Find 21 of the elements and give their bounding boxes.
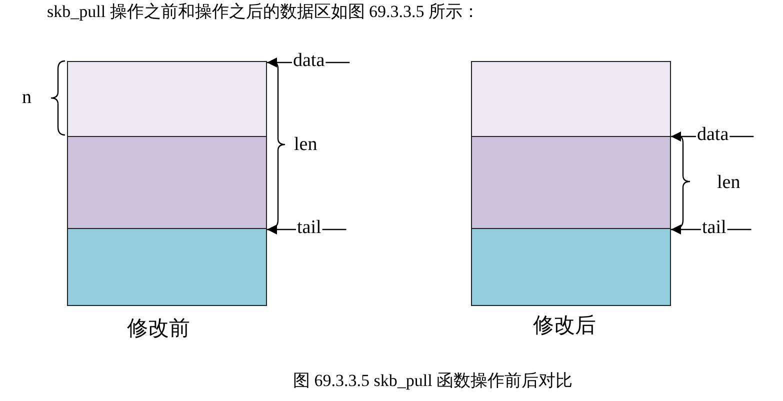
pointer-label: tail bbox=[702, 218, 726, 237]
memory-block bbox=[471, 228, 671, 306]
group-label: 修改前 bbox=[127, 318, 190, 339]
memory-block bbox=[471, 136, 671, 230]
pointer-label: tail bbox=[297, 218, 322, 237]
memory-block bbox=[67, 136, 267, 230]
arrow bbox=[267, 224, 296, 234]
pointer-label: data bbox=[293, 51, 325, 70]
arrow bbox=[671, 224, 701, 234]
size-label: len bbox=[294, 135, 318, 154]
pointer-label: data bbox=[697, 125, 729, 144]
memory-block bbox=[67, 228, 267, 306]
heading-text: skb_pull 操作之前和操作之后的数据区如图 69.3.3.5 所示： bbox=[47, 3, 480, 20]
size-label: len bbox=[717, 173, 740, 192]
figure-caption: 图 69.3.3.5 skb_pull 函数操作前后对比 bbox=[293, 372, 573, 389]
group-label: 修改后 bbox=[533, 315, 596, 336]
size-label: n bbox=[22, 88, 32, 107]
arrow bbox=[267, 58, 292, 68]
arrow bbox=[671, 132, 696, 142]
memory-block bbox=[67, 61, 267, 137]
memory-block bbox=[471, 61, 671, 137]
